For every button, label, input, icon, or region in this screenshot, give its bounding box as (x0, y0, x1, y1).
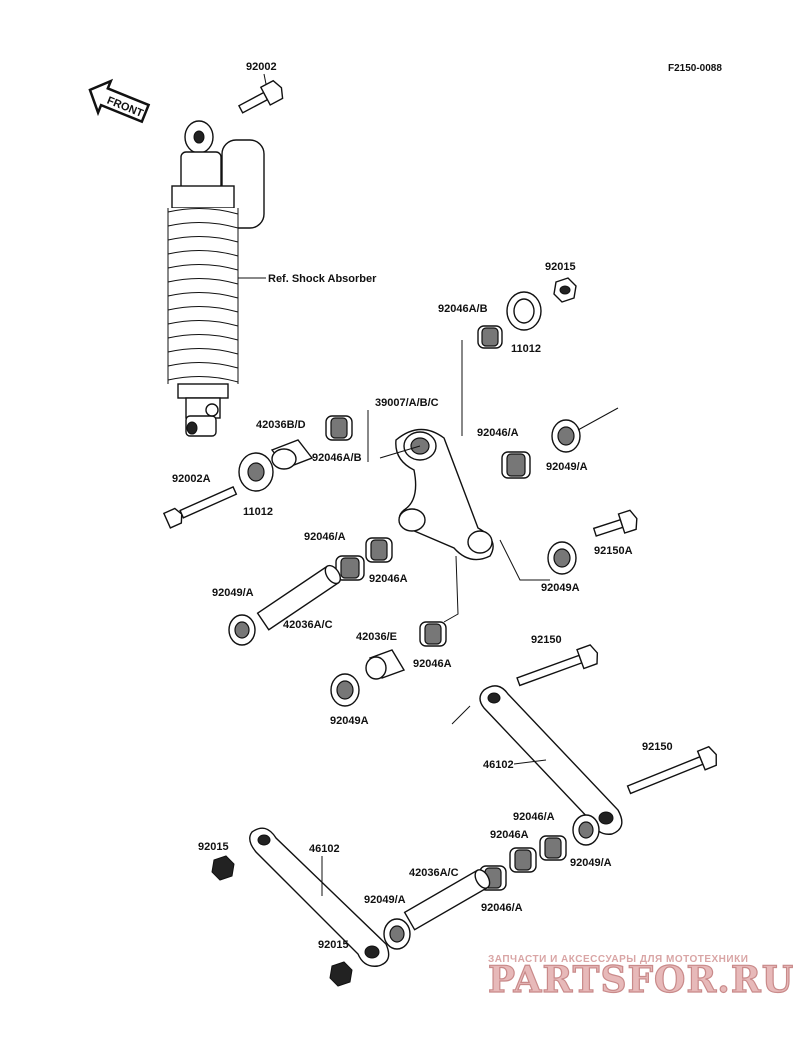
bearing-92046-small (335, 555, 365, 581)
collar-42036e (365, 649, 406, 680)
collar-42036bd (270, 439, 314, 470)
part-92046A-bottom: 92046A (490, 829, 529, 841)
part-42036ac-2: 42036A/C (409, 867, 459, 879)
bearing-92046ab-left (325, 415, 353, 441)
part-92015-left: 92015 (198, 841, 229, 853)
collar-42036ac (256, 564, 342, 631)
seal-92049a-left (228, 614, 256, 646)
bolt-92002a (162, 485, 238, 529)
seal-11012-left (238, 452, 274, 492)
diagram-code: F2150-0088 (668, 63, 722, 74)
seal-92049a-bottom (572, 814, 600, 846)
watermark-tagline: ЗАПЧАСТИ И АКСЕССУАРЫ ДЛЯ МОТОТЕХНИКИ (488, 954, 748, 965)
bearing-92046a-right (501, 451, 531, 479)
bearing-92046ab-top (477, 325, 503, 349)
seal-92049a-bottom-left (383, 918, 411, 950)
part-92046ab-top: 92046A/B (438, 303, 488, 315)
link-46102-right (479, 685, 623, 835)
bearing-92046A-bottom (509, 847, 537, 873)
bolt-92150-upper (516, 644, 599, 687)
part-42036ac-1: 42036A/C (283, 619, 333, 631)
part-92002-top: 92002 (246, 61, 277, 73)
part-92002a: 92002A (172, 473, 211, 485)
bolt-92002-top (237, 79, 284, 114)
part-92015-top: 92015 (545, 261, 576, 273)
seal-92049a-right (551, 419, 581, 453)
link-46102-left (249, 827, 390, 967)
part-92049a-bottom: 92049/A (570, 857, 612, 869)
part-92046A-middle: 92046A (369, 573, 408, 585)
nut-92015-left (211, 855, 235, 881)
watermark-brand: PARTSFOR.RU (488, 959, 794, 1001)
bolt-92150a (592, 509, 638, 537)
front-arrow-icon: FRONT (88, 78, 151, 124)
seal-92049A-right (547, 541, 577, 575)
part-92150-lower: 92150 (642, 741, 673, 753)
seal-11012-right (506, 291, 542, 331)
part-92150a: 92150A (594, 545, 633, 557)
part-92046a-bottom-2: 92046/A (481, 902, 523, 914)
part-92049A-right: 92049A (541, 582, 580, 594)
part-92046ab-left: 92046A/B (312, 452, 362, 464)
part-92046a-bottom-1: 92046/A (513, 811, 555, 823)
part-92015-bottom: 92015 (318, 939, 349, 951)
part-11012-right: 11012 (511, 343, 541, 355)
bearing-92046a-bottom-1 (539, 835, 567, 861)
shock-absorber (167, 120, 265, 437)
bearing-92046a-middle (365, 537, 393, 563)
ref-shock-absorber-label: Ref. Shock Absorber (268, 273, 377, 285)
part-92049a-left: 92049/A (212, 587, 254, 599)
collar-42036ac-bottom (403, 869, 491, 931)
bolt-92150-lower (626, 745, 717, 795)
part-92049A-lower: 92049A (330, 715, 369, 727)
part-92046a-right: 92046/A (477, 427, 519, 439)
nut-92015-bottom (329, 961, 353, 987)
part-42036bd: 42036B/D (256, 419, 306, 431)
part-42036e: 42036/E (356, 631, 397, 643)
nut-92015-top (553, 277, 577, 303)
part-92046a-middle: 92046/A (304, 531, 346, 543)
part-92049a-right: 92049/A (546, 461, 588, 473)
seal-92049A-lower (330, 673, 360, 707)
part-92150-upper: 92150 (531, 634, 562, 646)
part-92046A-lower: 92046A (413, 658, 452, 670)
part-11012-left: 11012 (243, 506, 273, 518)
part-46102-left: 46102 (309, 843, 340, 855)
part-39007: 39007/A/B/C (375, 397, 439, 409)
part-92049a-bottom-left: 92049/A (364, 894, 406, 906)
part-46102-right: 46102 (483, 759, 514, 771)
bearing-92046A-lower (419, 621, 447, 647)
shock-spring (167, 207, 239, 384)
